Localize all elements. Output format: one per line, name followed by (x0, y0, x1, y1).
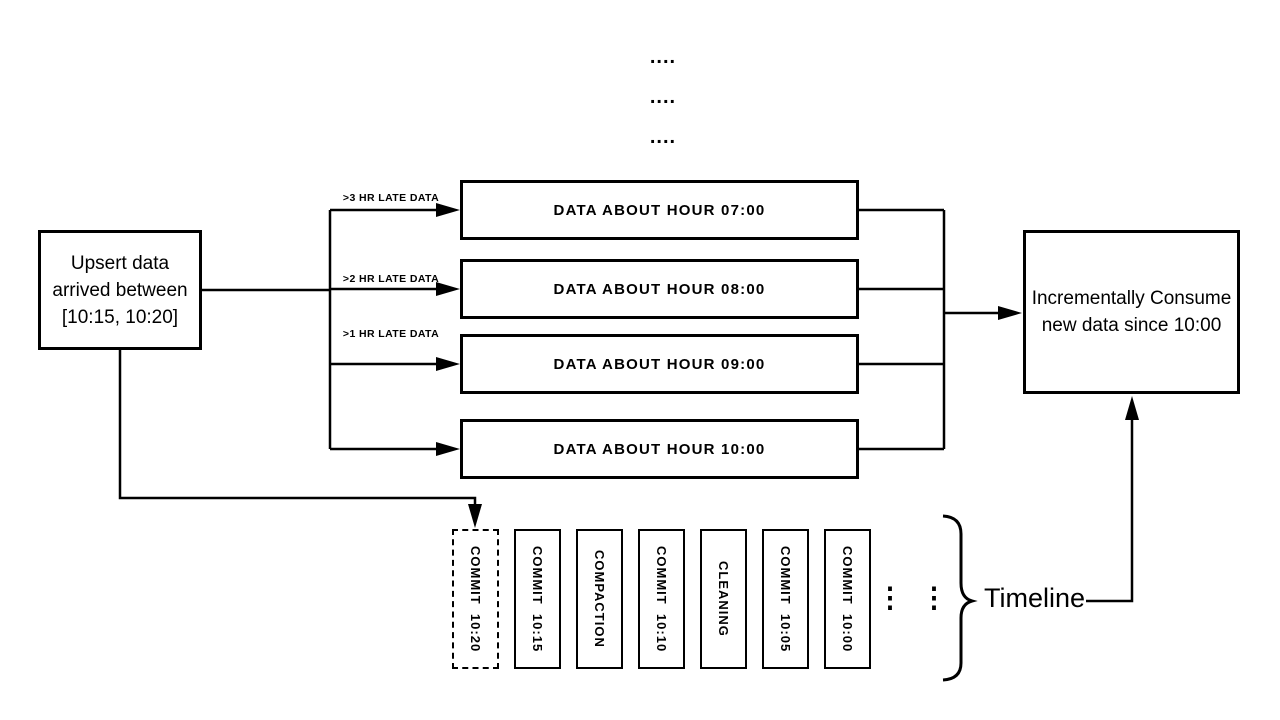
incremental-consume-box: Incrementally Consume new data since 10:… (1023, 230, 1240, 394)
timeline-brace (942, 514, 978, 682)
continuation-dots-2: .... (649, 86, 677, 108)
compaction-box-label: COMPACTION (592, 550, 607, 648)
commit-box-10-20-label: COMMIT 10:20 (468, 545, 483, 653)
branch-label-late1: >1 HR LATE DATA (342, 328, 440, 340)
data-box-hour-0900: DATA ABOUT HOUR 09:00 (460, 334, 859, 394)
data-box-hour-0700: DATA ABOUT HOUR 07:00 (460, 180, 859, 240)
continuation-dots-1: .... (649, 46, 677, 68)
timeline-label: Timeline (984, 583, 1086, 613)
cleaning-box: CLEANING (700, 529, 747, 669)
compaction-box: COMPACTION (576, 529, 623, 669)
data-box-hour-0700-label: DATA ABOUT HOUR 07:00 (553, 201, 766, 219)
incremental-consume-label: Incrementally Consume new data since 10:… (1031, 288, 1232, 336)
timeline-ellipsis-right: ⋮ (920, 582, 948, 613)
commit-box-10-20: COMMIT 10:20 (452, 529, 499, 669)
branch-label-late2: >2 HR LATE DATA (342, 273, 440, 285)
commit-box-10-10-label: COMMIT 10:10 (654, 545, 669, 653)
commit-box-10-15: COMMIT 10:15 (514, 529, 561, 669)
arrowhead-consume-bottom (1125, 396, 1139, 420)
data-box-hour-1000-label: DATA ABOUT HOUR 10:00 (553, 440, 766, 458)
commit-box-10-10: COMMIT 10:10 (638, 529, 685, 669)
commit-box-10-15-label: COMMIT 10:15 (530, 545, 545, 653)
commit-box-10-00-label: COMMIT 10:00 (840, 545, 855, 653)
upsert-source-box: Upsert data arrived between [10:15, 10:2… (38, 230, 202, 350)
timeline-to-consume-line (1086, 420, 1134, 603)
commit-box-10-05: COMMIT 10:05 (762, 529, 809, 669)
branch-label-late3: >3 HR LATE DATA (342, 192, 440, 204)
arrowhead-late1 (436, 357, 460, 371)
timeline-ellipsis-left: ⋮ (876, 582, 904, 613)
data-box-hour-1000: DATA ABOUT HOUR 10:00 (460, 419, 859, 479)
cleaning-box-label: CLEANING (716, 561, 731, 637)
arrowhead-late3 (436, 203, 460, 217)
source-to-timeline-line (118, 350, 477, 505)
commit-box-10-05-label: COMMIT 10:05 (778, 545, 793, 653)
commit-box-10-00: COMMIT 10:00 (824, 529, 871, 669)
data-box-hour-0800: DATA ABOUT HOUR 08:00 (460, 259, 859, 319)
data-box-hour-0900-label: DATA ABOUT HOUR 09:00 (553, 355, 766, 373)
arrowhead-consume (998, 306, 1022, 320)
arrowhead-late2 (436, 282, 460, 296)
arrowhead-current (436, 442, 460, 456)
arrowhead-commit (468, 504, 482, 528)
data-box-hour-0800-label: DATA ABOUT HOUR 08:00 (553, 280, 766, 298)
upsert-source-label: Upsert data arrived between [10:15, 10:2… (52, 252, 188, 328)
continuation-dots-3: .... (649, 126, 677, 148)
